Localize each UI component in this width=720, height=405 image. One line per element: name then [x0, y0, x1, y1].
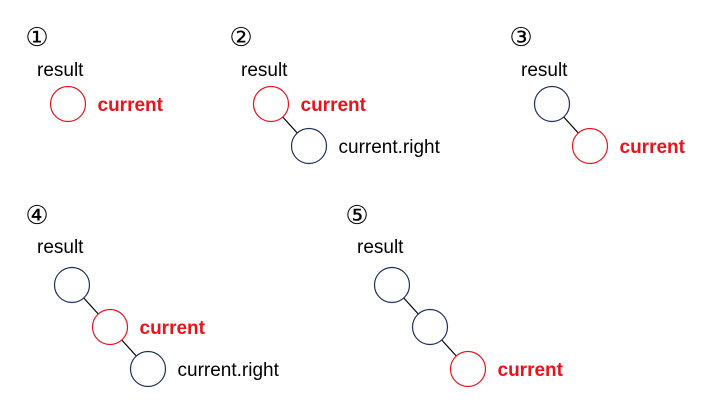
current-label: current [620, 137, 686, 158]
current-label: current [98, 95, 164, 116]
step-number: ① [25, 23, 48, 53]
list-node [290, 127, 328, 165]
current-node [91, 308, 129, 346]
current-node [49, 85, 87, 123]
current-label: current [140, 318, 206, 339]
panel-step-1: ① result current [25, 23, 164, 123]
step-number: ② [229, 23, 252, 53]
panel-step-2: ② result current current.right [229, 23, 441, 165]
list-node [373, 266, 411, 304]
link-edge [563, 116, 579, 134]
current-node [571, 127, 609, 165]
current-right-label: current.right [178, 360, 280, 381]
result-label: result [521, 60, 568, 81]
result-label: result [37, 237, 84, 258]
link-edge [282, 116, 298, 134]
link-edge [441, 339, 457, 357]
current-label: current [498, 360, 564, 381]
panel-step-5: ⑤ result current [345, 201, 564, 388]
step-number: ③ [509, 23, 532, 53]
step-number: ⑤ [345, 201, 368, 231]
link-edge [121, 339, 137, 357]
list-node [411, 308, 449, 346]
list-node [53, 266, 91, 304]
current-node [449, 350, 487, 388]
result-label: result [357, 237, 404, 258]
link-edge [403, 297, 419, 315]
panel-step-3: ③ result current [509, 23, 686, 165]
result-label: result [241, 60, 288, 81]
list-node [129, 350, 167, 388]
panel-step-4: ④ result current current.right [25, 201, 280, 388]
link-edge [83, 297, 99, 315]
step-number: ④ [25, 201, 48, 231]
current-label: current [301, 95, 367, 116]
list-node [533, 85, 571, 123]
result-label: result [37, 60, 84, 81]
current-node [252, 85, 290, 123]
current-right-label: current.right [339, 137, 441, 158]
